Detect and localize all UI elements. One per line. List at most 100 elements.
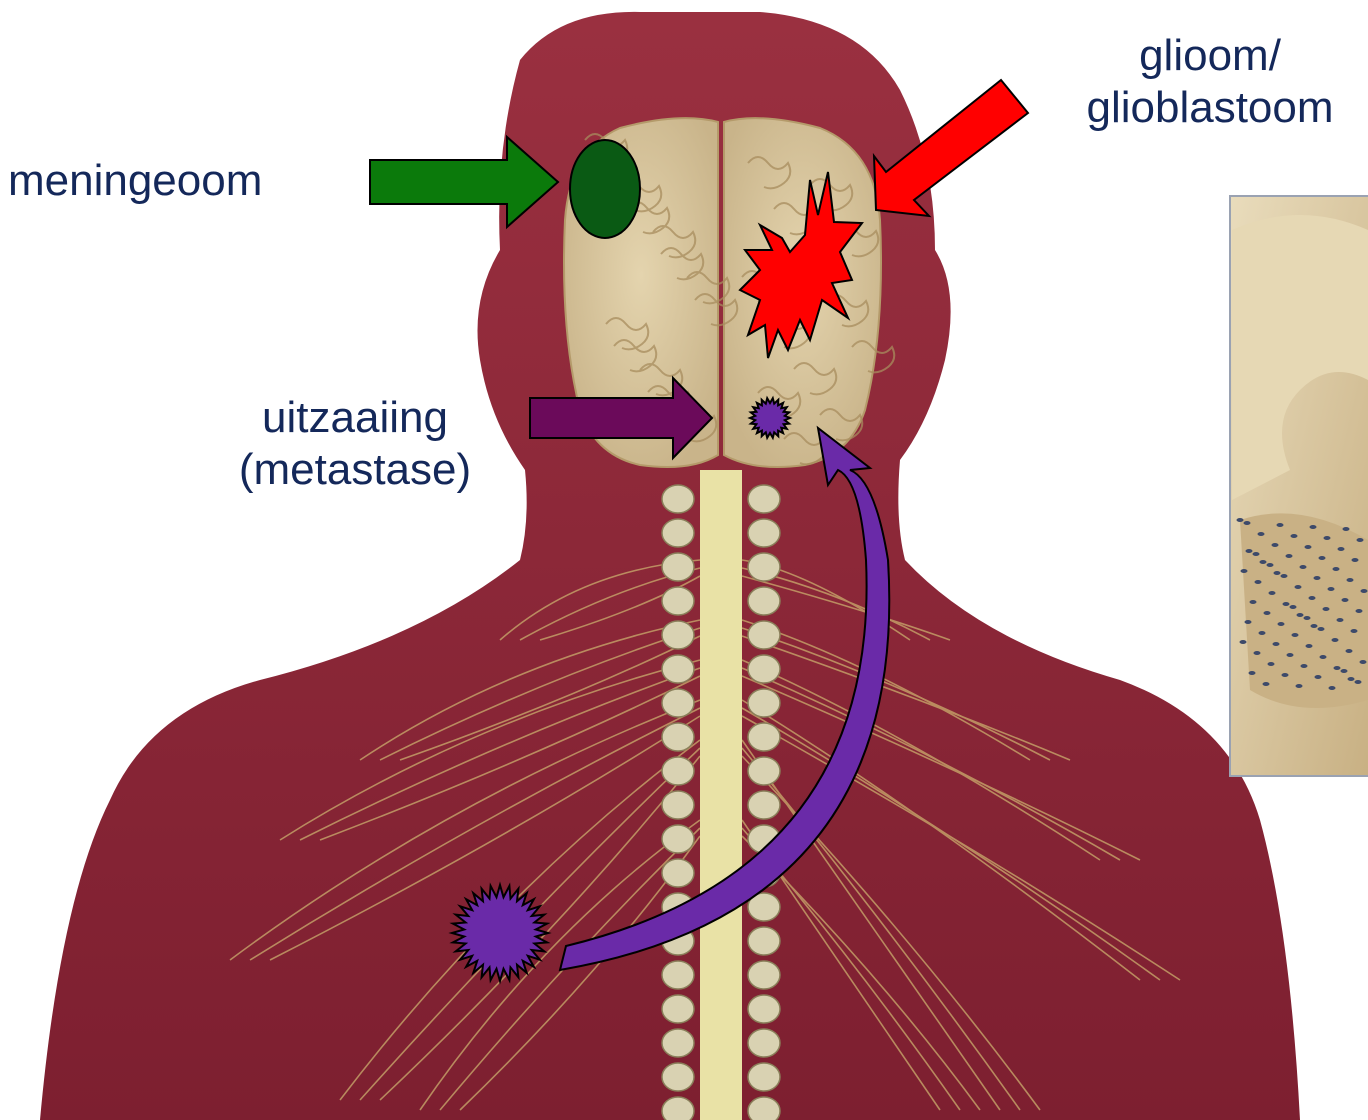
cell-dot bbox=[1283, 602, 1290, 606]
cell-dot bbox=[1332, 638, 1339, 642]
cell-dot bbox=[1310, 525, 1317, 529]
cell-dot bbox=[1273, 642, 1280, 646]
cell-dot bbox=[1352, 558, 1359, 562]
cell-dot bbox=[1263, 682, 1270, 686]
cell-dot bbox=[1269, 591, 1276, 595]
cell-dot bbox=[1347, 578, 1354, 582]
cell-dot bbox=[1278, 622, 1285, 626]
cell-dot bbox=[1315, 675, 1322, 679]
cell-dot bbox=[1274, 571, 1281, 575]
cell-dot bbox=[1304, 616, 1311, 620]
cell-dot bbox=[1244, 521, 1251, 525]
vertebra bbox=[748, 995, 780, 1023]
cell-dot bbox=[1282, 673, 1289, 677]
vertebra bbox=[662, 689, 694, 717]
cell-dot bbox=[1259, 631, 1266, 635]
cell-dot bbox=[1328, 587, 1335, 591]
vertebra bbox=[662, 859, 694, 887]
cell-dot bbox=[1245, 620, 1252, 624]
cell-dot bbox=[1272, 543, 1279, 547]
vertebra bbox=[662, 961, 694, 989]
cell-dot bbox=[1334, 666, 1341, 670]
vertebra bbox=[662, 825, 694, 853]
cell-dot bbox=[1258, 532, 1265, 536]
cell-dot bbox=[1296, 684, 1303, 688]
cell-dot bbox=[1292, 633, 1299, 637]
cell-dot bbox=[1249, 671, 1256, 675]
vertebra bbox=[748, 553, 780, 581]
cell-dot bbox=[1323, 607, 1330, 611]
vertebra bbox=[662, 995, 694, 1023]
cell-dot bbox=[1355, 680, 1362, 684]
glioma-label: glioom/ glioblastoom bbox=[1060, 30, 1360, 134]
cell-dot bbox=[1264, 611, 1271, 615]
cell-dot bbox=[1260, 560, 1267, 564]
meningioma-tumor-shape bbox=[570, 140, 640, 238]
vertebra bbox=[748, 961, 780, 989]
vertebra bbox=[662, 1029, 694, 1057]
cell-dot bbox=[1356, 609, 1363, 613]
cell-dot bbox=[1319, 556, 1326, 560]
cell-dot bbox=[1351, 629, 1358, 633]
cell-dot bbox=[1246, 549, 1253, 553]
cell-dot bbox=[1337, 618, 1344, 622]
cell-dot bbox=[1311, 624, 1318, 628]
cell-dot bbox=[1324, 536, 1331, 540]
cell-dot bbox=[1333, 567, 1340, 571]
vertebra bbox=[662, 1063, 694, 1091]
glioma-label-line2: glioblastoom bbox=[1060, 82, 1360, 134]
cell-dot bbox=[1301, 664, 1308, 668]
vertebra bbox=[748, 519, 780, 547]
cell-dot bbox=[1291, 534, 1298, 538]
vertebra bbox=[748, 791, 780, 819]
metastasis-label-line1: uitzaaiing bbox=[200, 392, 510, 444]
cell-dot bbox=[1237, 518, 1244, 522]
cell-dot bbox=[1300, 565, 1307, 569]
vertebra bbox=[748, 1029, 780, 1057]
spinal-column bbox=[662, 470, 780, 1120]
vertebra bbox=[662, 485, 694, 513]
cell-dot bbox=[1253, 552, 1260, 556]
cell-dot bbox=[1343, 527, 1350, 531]
cell-dot bbox=[1295, 585, 1302, 589]
meningioma-label: meningeoom bbox=[8, 155, 262, 207]
vertebra bbox=[748, 485, 780, 513]
vertebra bbox=[662, 655, 694, 683]
vertebra bbox=[748, 587, 780, 615]
cell-dot bbox=[1320, 655, 1327, 659]
vertebra bbox=[662, 757, 694, 785]
cell-dot bbox=[1314, 576, 1321, 580]
primary-tumor-spot bbox=[452, 885, 548, 981]
cell-dot bbox=[1286, 554, 1293, 558]
vertebra bbox=[748, 927, 780, 955]
metastasis-label: uitzaaiing (metastase) bbox=[200, 392, 510, 496]
vertebra bbox=[662, 723, 694, 751]
vertebra bbox=[662, 519, 694, 547]
cell-dot bbox=[1281, 574, 1288, 578]
cell-dot bbox=[1338, 547, 1345, 551]
meningioma-label-text: meningeoom bbox=[8, 155, 262, 207]
glioma-label-line1: glioom/ bbox=[1060, 30, 1360, 82]
cell-dot bbox=[1255, 580, 1262, 584]
vertebra bbox=[662, 621, 694, 649]
vertebra bbox=[748, 757, 780, 785]
vertebra bbox=[748, 1063, 780, 1091]
cell-dot bbox=[1306, 644, 1313, 648]
cell-dot bbox=[1290, 605, 1297, 609]
cell-dot bbox=[1241, 569, 1248, 573]
vertebra bbox=[748, 621, 780, 649]
cell-dot bbox=[1268, 662, 1275, 666]
cell-dot bbox=[1318, 627, 1325, 631]
cell-dot bbox=[1240, 640, 1247, 644]
vertebra bbox=[662, 1097, 694, 1120]
vertebra bbox=[748, 655, 780, 683]
cell-dot bbox=[1329, 686, 1336, 690]
vertebra bbox=[748, 689, 780, 717]
vertebra bbox=[748, 1097, 780, 1120]
cell-dot bbox=[1342, 598, 1349, 602]
cell-dot bbox=[1309, 596, 1316, 600]
vertebra bbox=[662, 553, 694, 581]
cell-dot bbox=[1361, 589, 1368, 593]
brain-section-inset bbox=[1230, 196, 1368, 776]
cell-dot bbox=[1277, 523, 1284, 527]
